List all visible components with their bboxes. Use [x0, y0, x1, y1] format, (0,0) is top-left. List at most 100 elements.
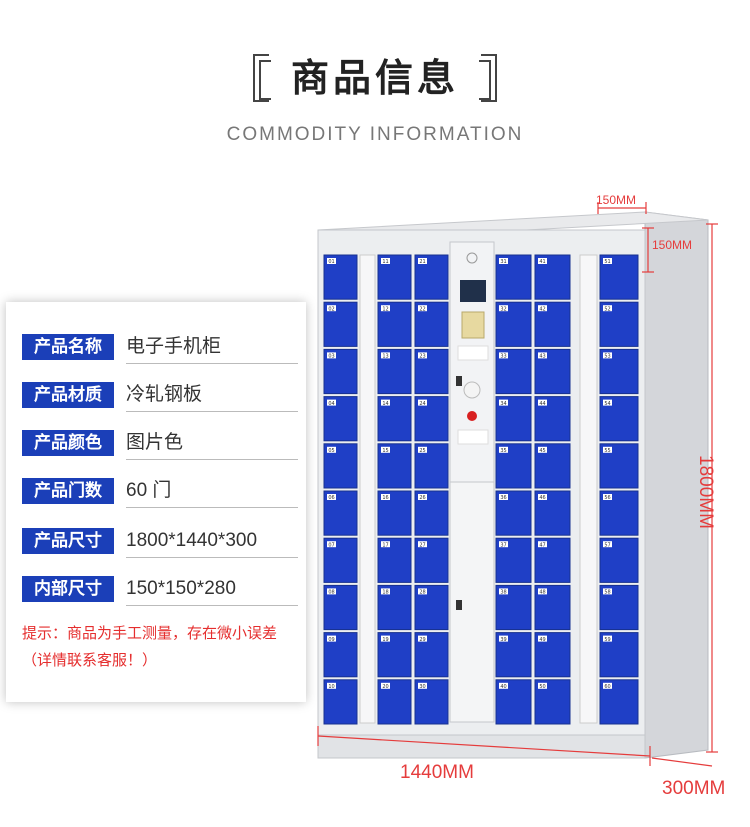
locker-number-plate	[499, 305, 508, 312]
locker-number: 08	[328, 590, 334, 596]
locker-number: 33	[500, 354, 506, 360]
locker-number: 25	[419, 448, 425, 454]
locker-number: 10	[328, 684, 334, 690]
locker-number: 22	[419, 306, 425, 312]
keypad	[461, 311, 485, 339]
spec-label: 产品颜色	[22, 430, 114, 456]
locker-number-plate	[538, 635, 547, 642]
spec-value: 电子手机柜	[126, 336, 222, 357]
locker-number: 04	[328, 401, 334, 407]
locker-number-plate	[538, 494, 547, 500]
locker-number: 41	[539, 259, 545, 265]
locker-number-plate	[603, 494, 612, 500]
locker-number-plate	[499, 635, 508, 642]
locker-number-plate	[499, 352, 508, 359]
locker-number-plate	[327, 399, 336, 406]
locker-number-plate	[327, 588, 336, 595]
measurement-note: 提示：商品为手工测量，存在微小误差（详情联系客服！）	[22, 624, 278, 669]
locker-number-plate	[603, 352, 612, 359]
title-wrap: 商品信息	[252, 48, 497, 108]
locker-number: 36	[500, 495, 506, 501]
locker-number-plate	[499, 588, 508, 595]
locker-number-plate	[327, 258, 336, 264]
locker-number-plate	[538, 588, 547, 595]
locker-number-plate	[538, 352, 547, 359]
page-title: 商品信息	[290, 56, 459, 100]
spec-divider	[126, 363, 298, 364]
locker-number: 60	[604, 684, 610, 690]
locker-number-plate	[603, 399, 612, 406]
locker-number: 30	[419, 684, 425, 690]
locker-door	[414, 679, 449, 725]
spec-value: 150*150*280	[126, 578, 236, 599]
locker-number-plate	[381, 399, 390, 406]
locker-number: 54	[604, 401, 610, 407]
spec-row-doors: 产品门数 60 门	[22, 478, 300, 508]
locker-number: 49	[539, 637, 545, 643]
locker-number: 17	[382, 542, 388, 548]
locker-number: 46	[539, 495, 545, 501]
locker-number-plate	[538, 258, 547, 264]
spec-divider	[126, 411, 298, 412]
door-height-label: 150MM	[652, 238, 693, 252]
locker-number-plate	[418, 352, 427, 359]
spec-divider	[126, 557, 298, 558]
locker-number-plate	[418, 541, 427, 548]
locker-number: 58	[604, 590, 610, 596]
locker-number: 16	[382, 495, 388, 501]
spec-divider	[126, 459, 298, 460]
locker-door	[414, 254, 449, 300]
locker-number-plate	[538, 446, 547, 453]
locker-number: 39	[500, 637, 506, 643]
camera-icon	[466, 252, 478, 264]
spec-row-color: 产品颜色 图片色	[22, 430, 300, 460]
locker-number: 52	[604, 306, 610, 312]
spec-value: 60 门	[126, 480, 172, 501]
scanner-icon	[463, 381, 481, 399]
locker-number: 13	[382, 354, 388, 360]
locker-number-plate	[418, 682, 427, 689]
spec-label: 产品尺寸	[22, 528, 114, 554]
locker-number: 01	[328, 259, 334, 265]
locker-number: 34	[500, 401, 506, 407]
locker-number-plate	[603, 541, 612, 548]
locker-number: 35	[500, 448, 506, 454]
locker-number: 24	[419, 401, 425, 407]
locker-number-plate	[418, 588, 427, 595]
locker-number: 03	[328, 354, 334, 360]
locker-number: 48	[539, 590, 545, 596]
locker-number-plate	[603, 305, 612, 312]
locker-number: 11	[382, 259, 388, 265]
locker-number: 05	[328, 448, 334, 454]
spec-row-size: 产品尺寸 1800*1440*300	[22, 528, 300, 558]
spec-divider	[126, 507, 298, 508]
right-bracket-decoration	[479, 54, 497, 102]
locker-number-plate	[418, 494, 427, 500]
locker-number: 43	[539, 354, 545, 360]
locker-number-plate	[381, 352, 390, 359]
locker-number-plate	[381, 588, 390, 595]
locker-number-plate	[538, 399, 547, 406]
locker-number: 19	[382, 637, 388, 643]
spec-value: 冷轧钢板	[126, 384, 203, 405]
locker-number-plate	[603, 635, 612, 642]
locker-number-plate	[418, 446, 427, 453]
locker-number: 20	[382, 684, 388, 690]
locker-door	[414, 584, 449, 631]
locker-number-plate	[327, 305, 336, 312]
locker-number: 23	[419, 354, 425, 360]
locker-cabinet-illustration: 0102030405060708091011121314151617181920…	[317, 202, 718, 767]
locker-number-plate	[499, 446, 508, 453]
header: 商品信息	[0, 48, 750, 108]
locker-number-plate	[381, 635, 390, 642]
locker-number-plate	[499, 682, 508, 689]
width-dimension-line	[317, 735, 651, 757]
locker-number-plate	[418, 635, 427, 642]
width-dimension-label: 1440MM	[400, 762, 474, 783]
locker-number-plate	[499, 399, 508, 406]
locker-number-plate	[327, 682, 336, 689]
lock-icon	[456, 376, 462, 386]
locker-number: 14	[382, 401, 388, 407]
locker-number: 02	[328, 306, 334, 312]
locker-number-plate	[499, 258, 508, 264]
